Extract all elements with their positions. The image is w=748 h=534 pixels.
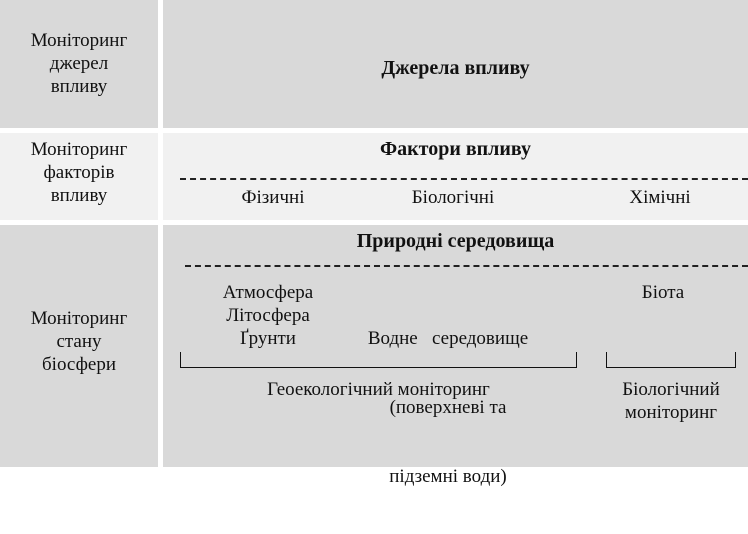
geo-monitoring-label: Геоекологічний моніторинг (267, 379, 490, 400)
row-sources-left-cell: Моніторинг джерел впливу (0, 0, 158, 128)
label-line: Моніторинг (30, 139, 128, 160)
geo-media-column-1: Атмосфера Літосфера Ґрунти (203, 281, 333, 350)
sources-heading: Джерела впливу (381, 57, 530, 79)
factor-chemical: Хімічні (629, 187, 691, 208)
label-line: біосфери (42, 354, 116, 375)
row-sources-right-cell: Джерела впливу (163, 0, 748, 128)
label-line: Моніторинг (30, 30, 128, 51)
bio-monitoring-label: Біологічний моніторинг (598, 378, 744, 424)
bio-monitoring-bracket (606, 352, 736, 368)
label-line: Біологічний (622, 379, 720, 400)
label-line: джерел (49, 53, 109, 74)
bio-media-column: Біота (608, 281, 718, 304)
medium-water: Водне середовище (367, 328, 529, 349)
factors-dashed-divider (180, 178, 748, 180)
medium-atmosphere: Атмосфера (222, 282, 314, 303)
row-biosphere-right-cell: Природні середовища Атмосфера Літосфера … (163, 225, 748, 487)
label-line: впливу (50, 76, 108, 97)
biosphere-dashed-divider (185, 265, 748, 267)
factor-biological: Біологічні (411, 187, 495, 208)
label-line: стану (56, 331, 102, 352)
factor-physical: Фізичні (241, 187, 305, 208)
row-biosphere-left-cell: Моніторинг стану біосфери (0, 225, 158, 467)
geo-monitoring-bracket (180, 352, 577, 368)
label-line: моніторинг (624, 402, 718, 423)
geo-media-column-2: Водне середовище (поверхневі та підземні… (343, 281, 553, 534)
row-biosphere-label: Моніторинг стану біосфери (0, 307, 158, 376)
medium-biota: Біота (641, 282, 685, 303)
row-sources-label: Моніторинг джерел впливу (0, 29, 158, 98)
label-line: впливу (50, 185, 108, 206)
row-factors-right-cell: Фактори впливу Фізичні Біологічні Хімічн… (163, 133, 748, 220)
label-line: Моніторинг (30, 308, 128, 329)
medium-water-detail: (поверхневі та (389, 397, 507, 418)
medium-soils: Ґрунти (240, 328, 296, 349)
medium-lithosphere: Літосфера (226, 305, 310, 326)
row-factors-label: Моніторинг факторів впливу (0, 138, 158, 207)
factors-heading: Фактори впливу (379, 138, 532, 160)
natural-environments-heading: Природні середовища (356, 230, 555, 252)
medium-water-detail: підземні води) (389, 466, 507, 487)
label-line: факторів (43, 162, 115, 183)
row-factors-left-cell: Моніторинг факторів впливу (0, 133, 158, 220)
